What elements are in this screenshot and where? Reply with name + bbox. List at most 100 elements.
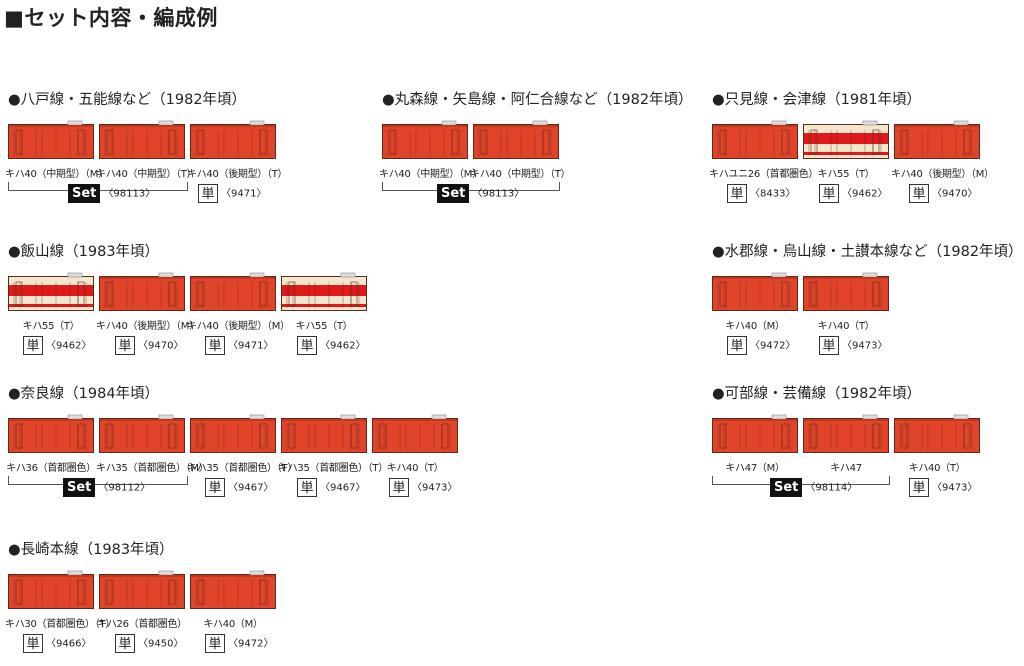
single-badge: 単 xyxy=(819,336,839,355)
single-badge: 単 xyxy=(909,478,929,497)
car-label: キハ40（M） xyxy=(203,619,263,630)
car-label: キハ55（T） xyxy=(22,321,80,332)
car-label: キハ55（T） xyxy=(295,321,353,332)
product-number: 〈9462〉 xyxy=(320,340,366,352)
group-title: ●可部線・芸備線（1982年頃） xyxy=(712,386,922,402)
single-badge: 単 xyxy=(115,634,135,653)
set-product-code: Set〈98114〉 xyxy=(770,478,857,498)
product-number: 〈98113〉 xyxy=(472,188,525,200)
set-product-code: Set〈98112〉 xyxy=(63,478,150,498)
group-title: ●丸森線・矢島線・阿仁合線など（1982年頃） xyxy=(382,92,693,108)
single-badge: 単 xyxy=(115,336,135,355)
single-product-code: 単〈9473〉 xyxy=(389,478,457,498)
car-label: キハ35（首都圏色）（T） xyxy=(187,463,297,474)
car-label: キハ26（首都圏色） xyxy=(97,619,187,630)
railcar-orange xyxy=(382,120,468,160)
product-number: 〈9467〉 xyxy=(320,482,366,494)
product-number: 〈98114〉 xyxy=(805,482,858,494)
single-product-code: 単〈9462〉 xyxy=(819,184,887,204)
car-label: キハ40（後期型）（M） xyxy=(96,321,199,332)
page-title: ■セット内容・編成例 xyxy=(4,6,218,30)
railcar-orange xyxy=(190,120,276,160)
product-number: 〈9450〉 xyxy=(138,638,184,650)
car-label: キハ55（T） xyxy=(817,169,875,180)
car-label: キハ35（首都圏色）（M） xyxy=(96,463,209,474)
car-label: キハ40（中期型）（M） xyxy=(379,169,482,180)
railcar-orange xyxy=(894,120,980,160)
single-badge: 単 xyxy=(727,184,747,203)
product-number: 〈9473〉 xyxy=(842,340,888,352)
single-product-code: 単〈9470〉 xyxy=(115,336,183,356)
set-bracket xyxy=(8,476,188,485)
single-badge: 単 xyxy=(727,336,747,355)
group-title: ●水郡線・烏山線・土讃本線など（1982年頃） xyxy=(712,244,1023,260)
group-title: ●八戸線・五能線など（1982年頃） xyxy=(8,92,247,108)
railcar-orange xyxy=(712,414,798,454)
railcar-orange xyxy=(372,414,458,454)
group-title: ●奈良線（1984年頃） xyxy=(8,386,160,402)
single-badge: 単 xyxy=(297,336,317,355)
single-product-code: 単〈9467〉 xyxy=(297,478,365,498)
car-label: キハ40（中期型）（T） xyxy=(96,169,197,180)
single-badge: 単 xyxy=(198,184,218,203)
car-label: キハ40（中期型）（M） xyxy=(5,169,108,180)
set-badge: Set xyxy=(770,478,803,497)
car-label: キハ35（首都圏色）（T） xyxy=(278,463,388,474)
single-product-code: 単〈9470〉 xyxy=(909,184,977,204)
product-number: 〈9471〉 xyxy=(221,188,267,200)
car-label: キハ40（T） xyxy=(386,463,444,474)
single-badge: 単 xyxy=(23,336,43,355)
car-label: キハ40（中期型）（T） xyxy=(470,169,571,180)
railcar-orange xyxy=(803,414,889,454)
railcar-cream xyxy=(281,272,367,312)
product-number: 〈98112〉 xyxy=(98,482,151,494)
product-number: 〈9462〉 xyxy=(842,188,888,200)
railcar-orange xyxy=(712,120,798,160)
single-product-code: 単〈9467〉 xyxy=(205,478,273,498)
set-product-code: Set〈98113〉 xyxy=(437,184,524,204)
car-label: キハ40（後期型）（M） xyxy=(187,321,290,332)
railcar-orange xyxy=(712,272,798,312)
car-label: キハユニ26（首都圏色） xyxy=(709,169,819,180)
railcar-orange xyxy=(99,120,185,160)
car-label: キハ40（後期型）（M） xyxy=(891,169,994,180)
product-number: 〈9472〉 xyxy=(750,340,796,352)
single-product-code: 単〈9466〉 xyxy=(23,634,91,654)
product-number: 〈9466〉 xyxy=(46,638,92,650)
single-product-code: 単〈9462〉 xyxy=(297,336,365,356)
single-badge: 単 xyxy=(205,634,225,653)
car-label: キハ40（T） xyxy=(817,321,875,332)
car-label: キハ36（首都圏色） xyxy=(6,463,96,474)
product-number: 〈98113〉 xyxy=(103,188,156,200)
single-badge: 単 xyxy=(205,478,225,497)
single-badge: 単 xyxy=(205,336,225,355)
railcar-orange xyxy=(473,120,559,160)
car-label: キハ30（首都圏色）（T） xyxy=(5,619,115,630)
single-product-code: 単〈9471〉 xyxy=(205,336,273,356)
railcar-orange xyxy=(8,570,94,610)
single-badge: 単 xyxy=(389,478,409,497)
product-number: 〈8433〉 xyxy=(750,188,796,200)
railcar-orange xyxy=(894,414,980,454)
single-product-code: 単〈9471〉 xyxy=(198,184,266,204)
single-badge: 単 xyxy=(297,478,317,497)
single-product-code: 単〈8433〉 xyxy=(727,184,795,204)
car-label: キハ47 xyxy=(830,463,862,474)
set-bracket xyxy=(382,182,560,191)
set-product-code: Set〈98113〉 xyxy=(68,184,155,204)
railcar-orange xyxy=(99,414,185,454)
railcar-cream xyxy=(8,272,94,312)
railcar-orange xyxy=(8,120,94,160)
car-label: キハ47（M） xyxy=(725,463,785,474)
product-number: 〈9473〉 xyxy=(412,482,458,494)
single-product-code: 単〈9450〉 xyxy=(115,634,183,654)
single-product-code: 単〈9473〉 xyxy=(909,478,977,498)
group-title: ●只見線・会津線（1981年頃） xyxy=(712,92,922,108)
single-product-code: 単〈9473〉 xyxy=(819,336,887,356)
set-badge: Set xyxy=(68,184,101,203)
single-product-code: 単〈9462〉 xyxy=(23,336,91,356)
car-label: キハ40（T） xyxy=(908,463,966,474)
product-number: 〈9462〉 xyxy=(46,340,92,352)
product-number: 〈9470〉 xyxy=(138,340,184,352)
railcar-orange xyxy=(99,570,185,610)
